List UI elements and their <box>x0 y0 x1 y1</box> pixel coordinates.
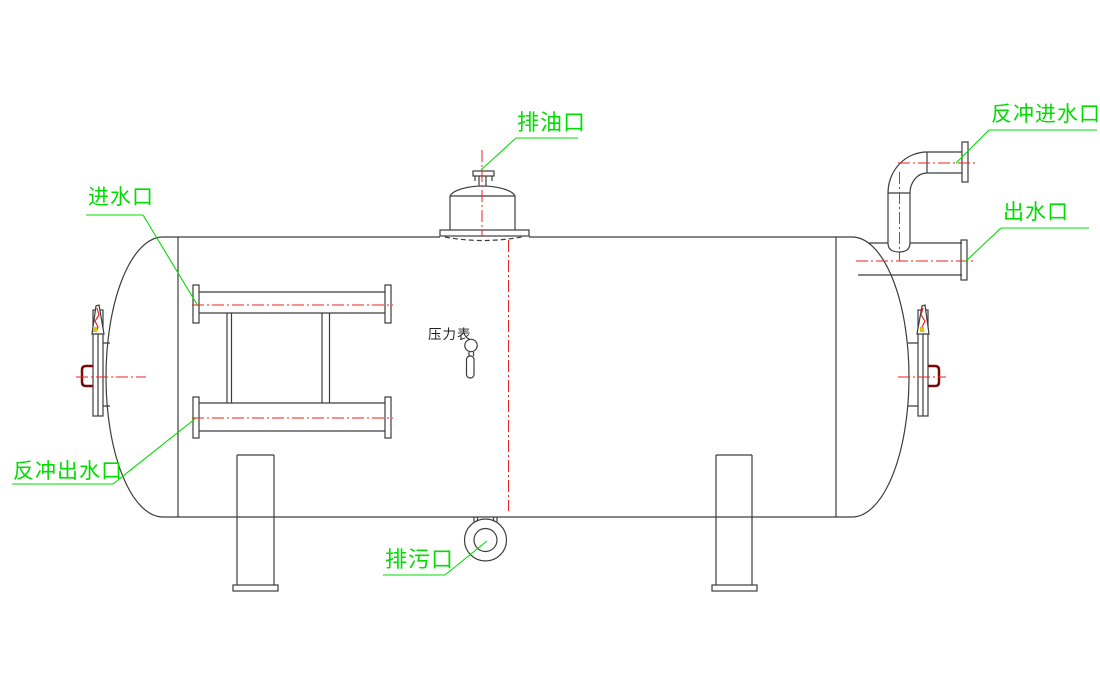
vent-fitting-accents <box>93 327 924 332</box>
leader-backwash-inlet <box>955 129 1097 164</box>
drain-neck <box>473 517 498 522</box>
label-oil-drain: 排油口 <box>517 111 586 136</box>
left-vent-accent <box>93 327 97 332</box>
backwash-inlet-flange <box>961 141 969 183</box>
gauge-connector <box>468 352 475 356</box>
left-vent-mark <box>94 307 100 333</box>
label-pressure-gauge: 压力表 <box>428 327 472 343</box>
right-vent-accent <box>920 327 924 332</box>
elbow-inner-arc <box>909 172 928 194</box>
water-outlet-nozzle <box>858 239 968 281</box>
centerlines <box>76 150 976 511</box>
oil-drain-nozzle-stem <box>474 176 493 186</box>
elbow-outer-arc <box>887 151 928 194</box>
annotation-leaders <box>12 129 1097 576</box>
shell-opening-hidden-arc <box>444 236 523 242</box>
left-manhole-handle <box>80 364 93 388</box>
pressure-gauge-symbol <box>464 338 478 379</box>
inlet-pipe-left-flange <box>192 284 200 324</box>
leader-blowdown-drain <box>383 540 488 576</box>
vent-fitting-marks <box>94 307 926 333</box>
support-leg-left <box>232 454 279 592</box>
drain-flange-inner <box>473 527 498 553</box>
right-base-plate <box>711 584 758 592</box>
elbow-weld-lines <box>888 152 928 194</box>
leader-water-outlet <box>965 227 1089 262</box>
dome-base-flange <box>439 229 530 237</box>
manhole-handles <box>80 364 941 388</box>
drain-flange-outer <box>463 518 508 562</box>
right-manhole-handle <box>928 364 941 388</box>
label-backwash-outlet: 反冲出水口 <box>13 459 123 483</box>
manhole-right <box>908 304 930 417</box>
label-backwash-inlet: 反冲进水口 <box>991 102 1100 126</box>
backwash-outlet-pipe-body <box>199 402 385 432</box>
left-base-plate <box>232 584 279 592</box>
outlet-pipe-body <box>858 242 962 276</box>
blowdown-drain-port <box>463 517 508 562</box>
leader-oil-drain <box>480 137 578 171</box>
outlet-flange <box>960 239 968 281</box>
left-vent-fitting <box>91 304 105 335</box>
label-water-outlet: 出水口 <box>1003 200 1069 224</box>
label-blowdown-drain: 排污口 <box>385 548 454 573</box>
vessel-structure <box>91 141 969 592</box>
inlet-pipe-right-flange <box>384 284 392 324</box>
backwash-outlet-right-flange <box>384 396 392 439</box>
label-water-inlet: 进水口 <box>88 185 154 209</box>
oil-collector-dome <box>439 170 530 242</box>
leader-water-inlet <box>86 214 199 307</box>
inlet-distributor-pipe <box>192 284 392 324</box>
leader-backwash-outlet <box>12 417 197 485</box>
gauge-stem <box>465 355 475 379</box>
backwash-inlet-pipe-body <box>927 151 962 174</box>
right-vent-fitting <box>916 304 930 335</box>
inlet-pipe-body <box>199 291 385 314</box>
oil-drain-nozzle-flange <box>472 170 495 177</box>
pipe-frame-connectors <box>226 313 331 403</box>
support-leg-right <box>711 454 758 592</box>
annotation-labels: 排油口 反冲进水口 出水口 进水口 反冲出水口 排污口 <box>13 102 1100 573</box>
gauge-dial <box>464 338 478 353</box>
